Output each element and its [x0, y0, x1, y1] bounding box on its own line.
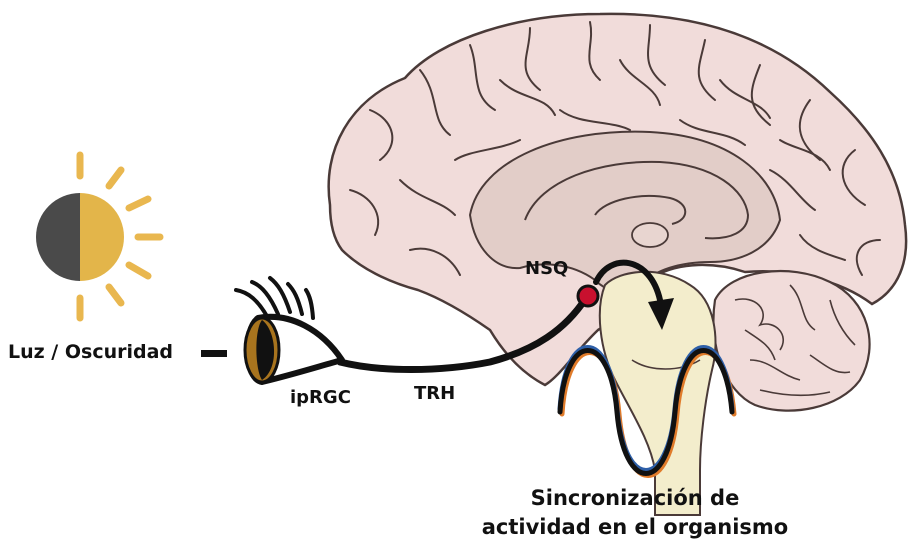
sync-caption-line2: actividad en el organismo	[470, 513, 800, 542]
eyelashes	[236, 278, 313, 318]
sun-dark-half	[36, 193, 80, 281]
sun-light-half	[80, 193, 124, 281]
iprgc-label: ipRGC	[290, 387, 351, 408]
sun-icon	[36, 155, 160, 318]
sync-caption: Sincronización de actividad en el organi…	[470, 484, 800, 542]
trh-label: TRH	[414, 383, 455, 404]
light-dark-label: Luz / Oscuridad	[8, 341, 173, 363]
nsq-label: NSQ	[525, 258, 568, 279]
nsq-dot	[578, 286, 598, 306]
thalamus	[632, 223, 668, 247]
sync-caption-line1: Sincronización de	[470, 484, 800, 513]
cerebellum	[713, 271, 869, 411]
light-dash	[201, 350, 227, 357]
eye-icon	[236, 278, 342, 382]
